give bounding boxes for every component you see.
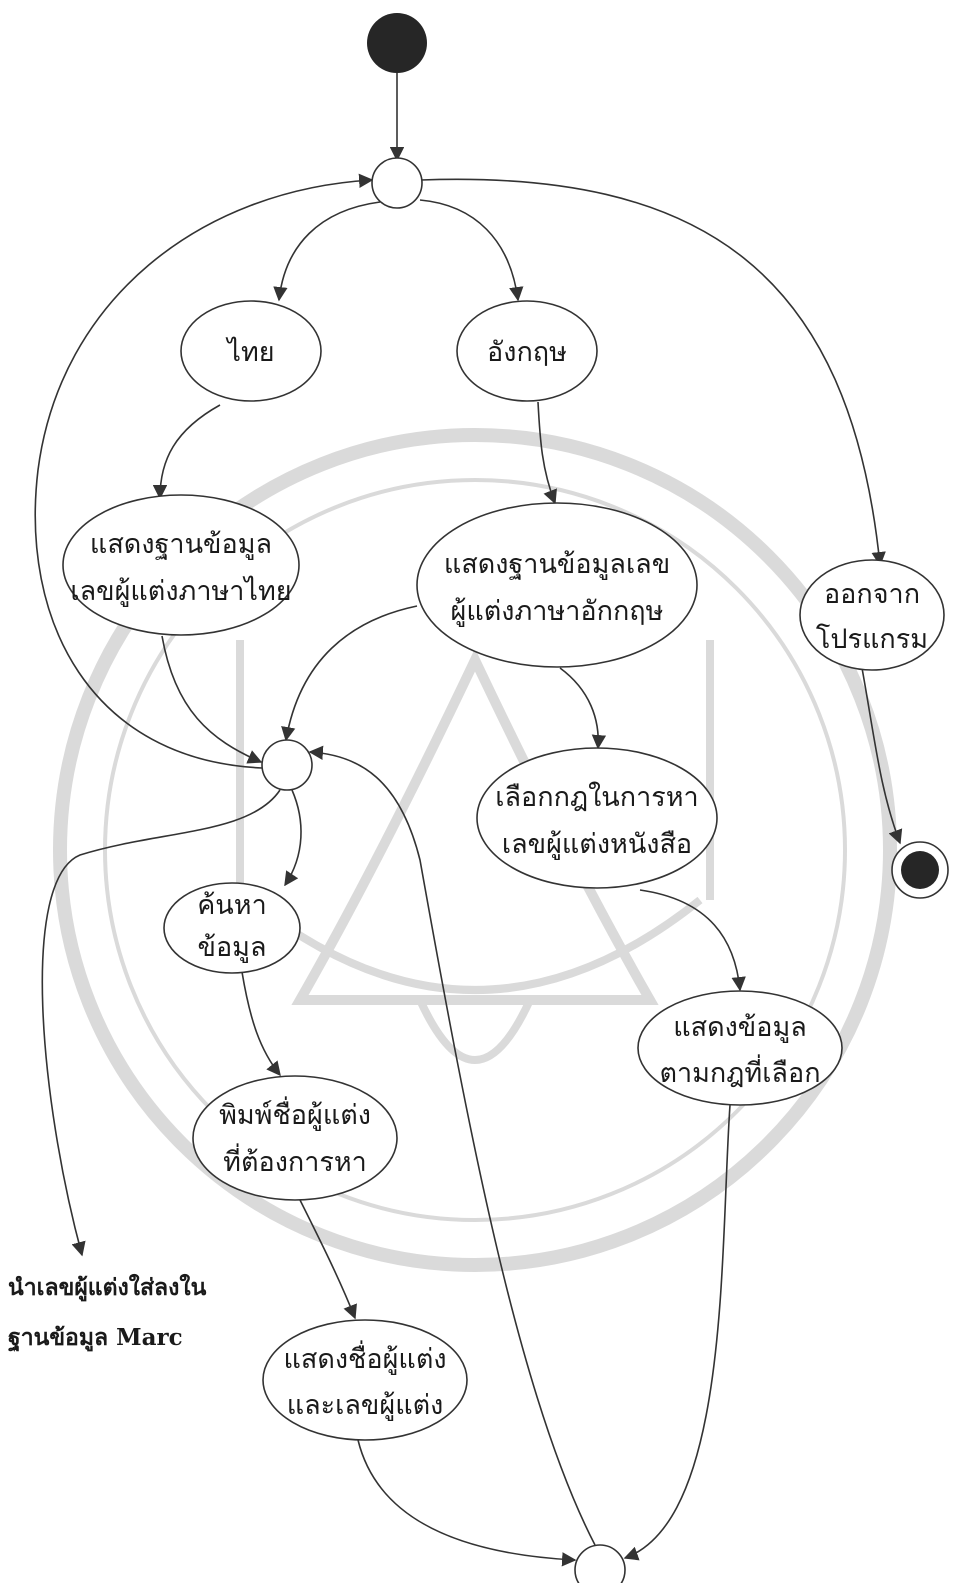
state-choose-rule: เลือกกฎในการหา เลขผู้แต่งหนังสือ: [477, 748, 717, 888]
state-exit: ออกจาก โปรแกรม: [800, 560, 944, 670]
state-show-rule-data-line-2: ตามกฎที่เลือก: [659, 1054, 820, 1089]
state-type-name-line-1: พิมพ์ชื่อผู้แต่ง: [219, 1096, 371, 1131]
state-thai: ไทย: [181, 301, 321, 401]
state-show-thai-db-line-1: แสดงฐานข้อมูล: [90, 529, 272, 560]
decision-top: [372, 158, 422, 208]
state-thai-line-1: ไทย: [225, 337, 274, 368]
state-english-line-1: อังกฤษ: [487, 337, 567, 368]
state-show-eng-db: แสดงฐานข้อมูลเลข ผู้แต่งภาษาอักกฤษ: [417, 503, 697, 667]
edge-shownamenum-decisionbottom: [358, 1440, 575, 1560]
state-exit-line-2: โปรแกรม: [816, 624, 928, 655]
state-show-thai-db: แสดงฐานข้อมูล เลขผู้แต่งภาษาไทย: [63, 495, 299, 635]
state-exit-line-1: ออกจาก: [824, 579, 920, 610]
edge-decision-english: [420, 200, 518, 300]
state-show-rule-data: แสดงข้อมูล ตามกฎที่เลือก: [638, 991, 842, 1105]
state-choose-rule-line-1: เลือกกฎในการหา: [495, 781, 698, 813]
edge-chooserule-showrule: [640, 890, 740, 990]
edge-showthai-decisionmid: [162, 636, 261, 762]
edge-decision-thai: [279, 202, 380, 300]
edge-showeng-chooserule: [560, 668, 598, 748]
decision-mid: [262, 740, 312, 790]
state-type-name: พิมพ์ชื่อผู้แต่ง ที่ต้องการหา: [193, 1076, 397, 1200]
state-show-eng-db-line-1: แสดงฐานข้อมูลเลข: [444, 549, 670, 580]
final-node: [892, 842, 948, 898]
state-show-thai-db-line-2: เลขผู้แต่งภาษาไทย: [70, 576, 291, 607]
state-show-name-number-line-2: และเลขผู้แต่ง: [287, 1390, 444, 1421]
edge-decisionmid-decisiontop: [35, 180, 372, 768]
initial-node: [367, 13, 427, 73]
edge-decisionmid-search: [285, 790, 301, 885]
edge-search-typename: [242, 972, 280, 1075]
edge-showrule-decisionbottom: [625, 1105, 730, 1558]
note-line-1: นำเลขผู้แต่งใส่ลงใน: [8, 1273, 207, 1302]
edge-showeng-decisionmid: [286, 606, 417, 740]
state-choose-rule-line-2: เลขผู้แต่งหนังสือ: [502, 829, 692, 860]
state-english: อังกฤษ: [457, 301, 597, 401]
note-line-2: ฐานข้อมูล Marc: [8, 1324, 183, 1352]
state-show-eng-db-line-2: ผู้แต่งภาษาอักกฤษ: [451, 596, 664, 627]
edge-typename-shownamenum: [300, 1200, 355, 1318]
state-show-rule-data-line-1: แสดงข้อมูล: [673, 1012, 807, 1043]
state-search: ค้นหา ข้อมูล: [164, 883, 300, 973]
state-show-name-number: แสดงชื่อผู้แต่ง และเลขผู้แต่ง: [263, 1320, 467, 1440]
state-search-line-2: ข้อมูล: [197, 932, 266, 963]
state-show-name-number-line-1: แสดงชื่อผู้แต่ง: [283, 1340, 446, 1375]
state-search-line-1: ค้นหา: [197, 890, 266, 921]
state-type-name-line-2: ที่ต้องการหา: [223, 1143, 367, 1178]
decision-bottom: [575, 1545, 625, 1583]
note-marc-database: นำเลขผู้แต่งใส่ลงใน ฐานข้อมูล Marc: [8, 1273, 207, 1352]
edge-thai-showthai: [160, 405, 220, 498]
